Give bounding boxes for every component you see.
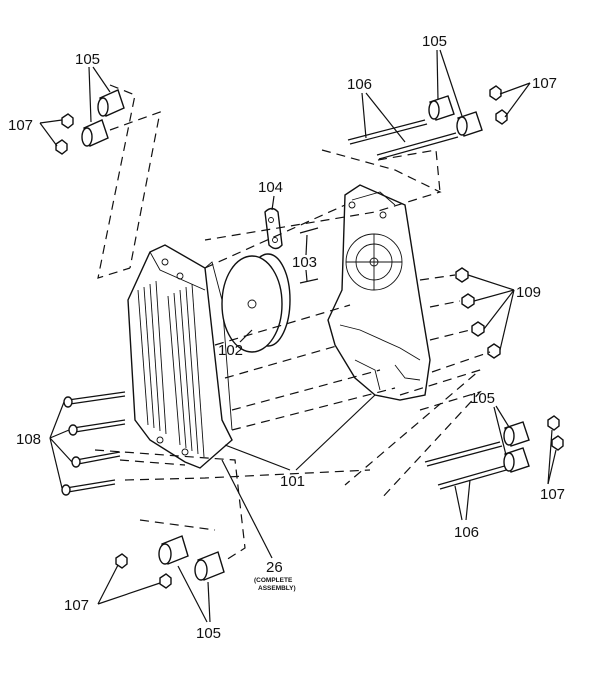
- label-102: 102: [218, 342, 243, 359]
- label-108: 108: [16, 431, 41, 448]
- label-104: 104: [258, 179, 283, 196]
- part-103-pin: [299, 227, 319, 284]
- nuts-109: [455, 267, 501, 359]
- left-housing: [127, 244, 233, 469]
- label-26-note-line1: (COMPLETE: [254, 577, 293, 584]
- label-107-bottom-left: 107: [64, 597, 89, 614]
- assembly-dashed-lines: [94, 84, 491, 561]
- label-105-bottom-left: 105: [196, 625, 221, 642]
- bolts-108: [61, 391, 126, 496]
- label-26: 26: [266, 559, 283, 576]
- label-109: 109: [516, 284, 541, 301]
- isolators-bottom-left: [115, 535, 225, 589]
- label-105-right: 105: [470, 390, 495, 407]
- leader-lines: [39, 49, 557, 623]
- isolators-right: [424, 415, 564, 490]
- isolators-top-right: [347, 85, 508, 160]
- right-housing: [327, 184, 431, 401]
- label-101: 101: [280, 473, 305, 490]
- pulley-102: [221, 253, 291, 353]
- label-26-note-line2: ASSEMBLY): [258, 585, 296, 592]
- label-105-top-right: 105: [422, 33, 447, 50]
- isolators-top-left: [55, 89, 125, 155]
- label-107-top-left: 107: [8, 117, 33, 134]
- part-labels: 105 107 105 106 107 104 103 109 102 108 …: [8, 33, 565, 642]
- part-104-bracket: [264, 207, 283, 250]
- label-107-right: 107: [540, 486, 565, 503]
- label-107-top-right: 107: [532, 75, 557, 92]
- label-103: 103: [292, 254, 317, 271]
- label-106-top: 106: [347, 76, 372, 93]
- label-106-bottom: 106: [454, 524, 479, 541]
- label-105-top-left: 105: [75, 51, 100, 68]
